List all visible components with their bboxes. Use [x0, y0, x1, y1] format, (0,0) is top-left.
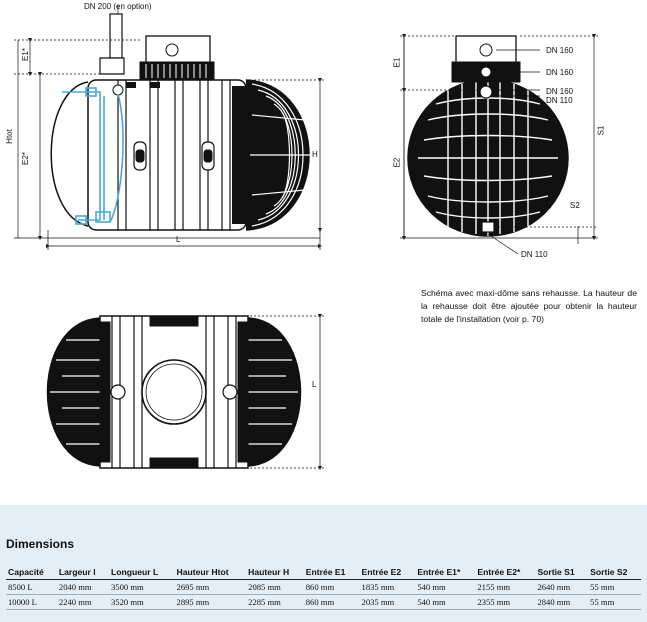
col-largeur: Largeur l	[56, 565, 109, 580]
dn110-label-bottom: DN 110	[521, 250, 548, 259]
table-header-row: Capacité Largeur l Longueur L Hauteur Ht…	[6, 565, 641, 580]
table-cell: 3520 mm	[109, 594, 175, 610]
top-view-tank	[46, 315, 302, 469]
table-cell: 540 mm	[415, 594, 476, 610]
table-cell: 2040 mm	[56, 579, 109, 595]
top-l-label: L	[312, 380, 317, 389]
e1-star-label: E1*	[20, 48, 30, 61]
side-view-tank	[50, 13, 315, 231]
front-view-tank	[407, 35, 569, 237]
table-cell: 2240 mm	[56, 594, 109, 610]
dn160-label-1: DN 160	[546, 46, 574, 55]
dn160-label-3: DN 160	[546, 87, 574, 96]
col-entree-e2: Entrée E2	[359, 565, 416, 580]
diagram-caption: Schéma avec maxi-dôme sans rehausse. La …	[421, 288, 637, 324]
col-capacite: Capacité	[6, 565, 57, 580]
table-cell: 2840 mm	[535, 594, 589, 610]
dimensions-title: Dimensions	[6, 537, 75, 551]
s1-label: S1	[596, 125, 606, 136]
table-cell: 2085 mm	[246, 579, 304, 595]
col-entree-e1-star: Entrée E1*	[415, 565, 476, 580]
e1-label: E1	[392, 57, 402, 68]
col-sortie-s2: Sortie S2	[588, 565, 641, 580]
table-cell: 860 mm	[303, 579, 360, 595]
table-cell: 860 mm	[303, 594, 360, 610]
h-label: H	[312, 150, 318, 159]
table-row: 10000 L 2240 mm 3520 mm 2895 mm 2285 mm …	[6, 594, 641, 610]
table-cell: 2895 mm	[174, 594, 247, 610]
table-cell: 2155 mm	[475, 579, 536, 595]
dn110-label-top: DN 110	[546, 96, 573, 105]
table-cell: 2355 mm	[475, 594, 536, 610]
htot-label: Htot	[4, 129, 14, 144]
col-entree-e1: Entrée E1	[303, 565, 360, 580]
dimensions-table: Capacité Largeur l Longueur L Hauteur Ht…	[6, 565, 641, 610]
table-cell: 540 mm	[415, 579, 476, 595]
dn160-label-2: DN 160	[546, 68, 574, 77]
table-cell: 2285 mm	[246, 594, 304, 610]
table-cell: 1835 mm	[359, 579, 416, 595]
col-hauteur-h: Hauteur H	[246, 565, 304, 580]
s2-label: S2	[570, 201, 580, 210]
dn200-label: DN 200 (en option)	[84, 2, 152, 11]
table-cell: 2640 mm	[535, 579, 589, 595]
col-hauteur-htot: Hauteur Htot	[174, 565, 247, 580]
table-cell: 2695 mm	[174, 579, 247, 595]
col-sortie-s1: Sortie S1	[535, 565, 589, 580]
l-label: L	[176, 235, 181, 244]
table-cell: 55 mm	[588, 579, 641, 595]
col-entree-e2-star: Entrée E2*	[475, 565, 536, 580]
table-cell: 3500 mm	[109, 579, 175, 595]
table-row: 8500 L 2040 mm 3500 mm 2695 mm 2085 mm 8…	[6, 579, 641, 595]
technical-drawing	[14, 5, 598, 471]
table-cell: 55 mm	[588, 594, 641, 610]
internal-pipe	[62, 87, 124, 225]
table-cell: 10000 L	[6, 594, 57, 610]
e2-label: E2	[392, 157, 402, 168]
table-cell: 2035 mm	[359, 594, 416, 610]
col-longueur: Longueur L	[109, 565, 175, 580]
table-cell: 8500 L	[6, 579, 57, 595]
e2-star-label: E2*	[20, 152, 30, 165]
